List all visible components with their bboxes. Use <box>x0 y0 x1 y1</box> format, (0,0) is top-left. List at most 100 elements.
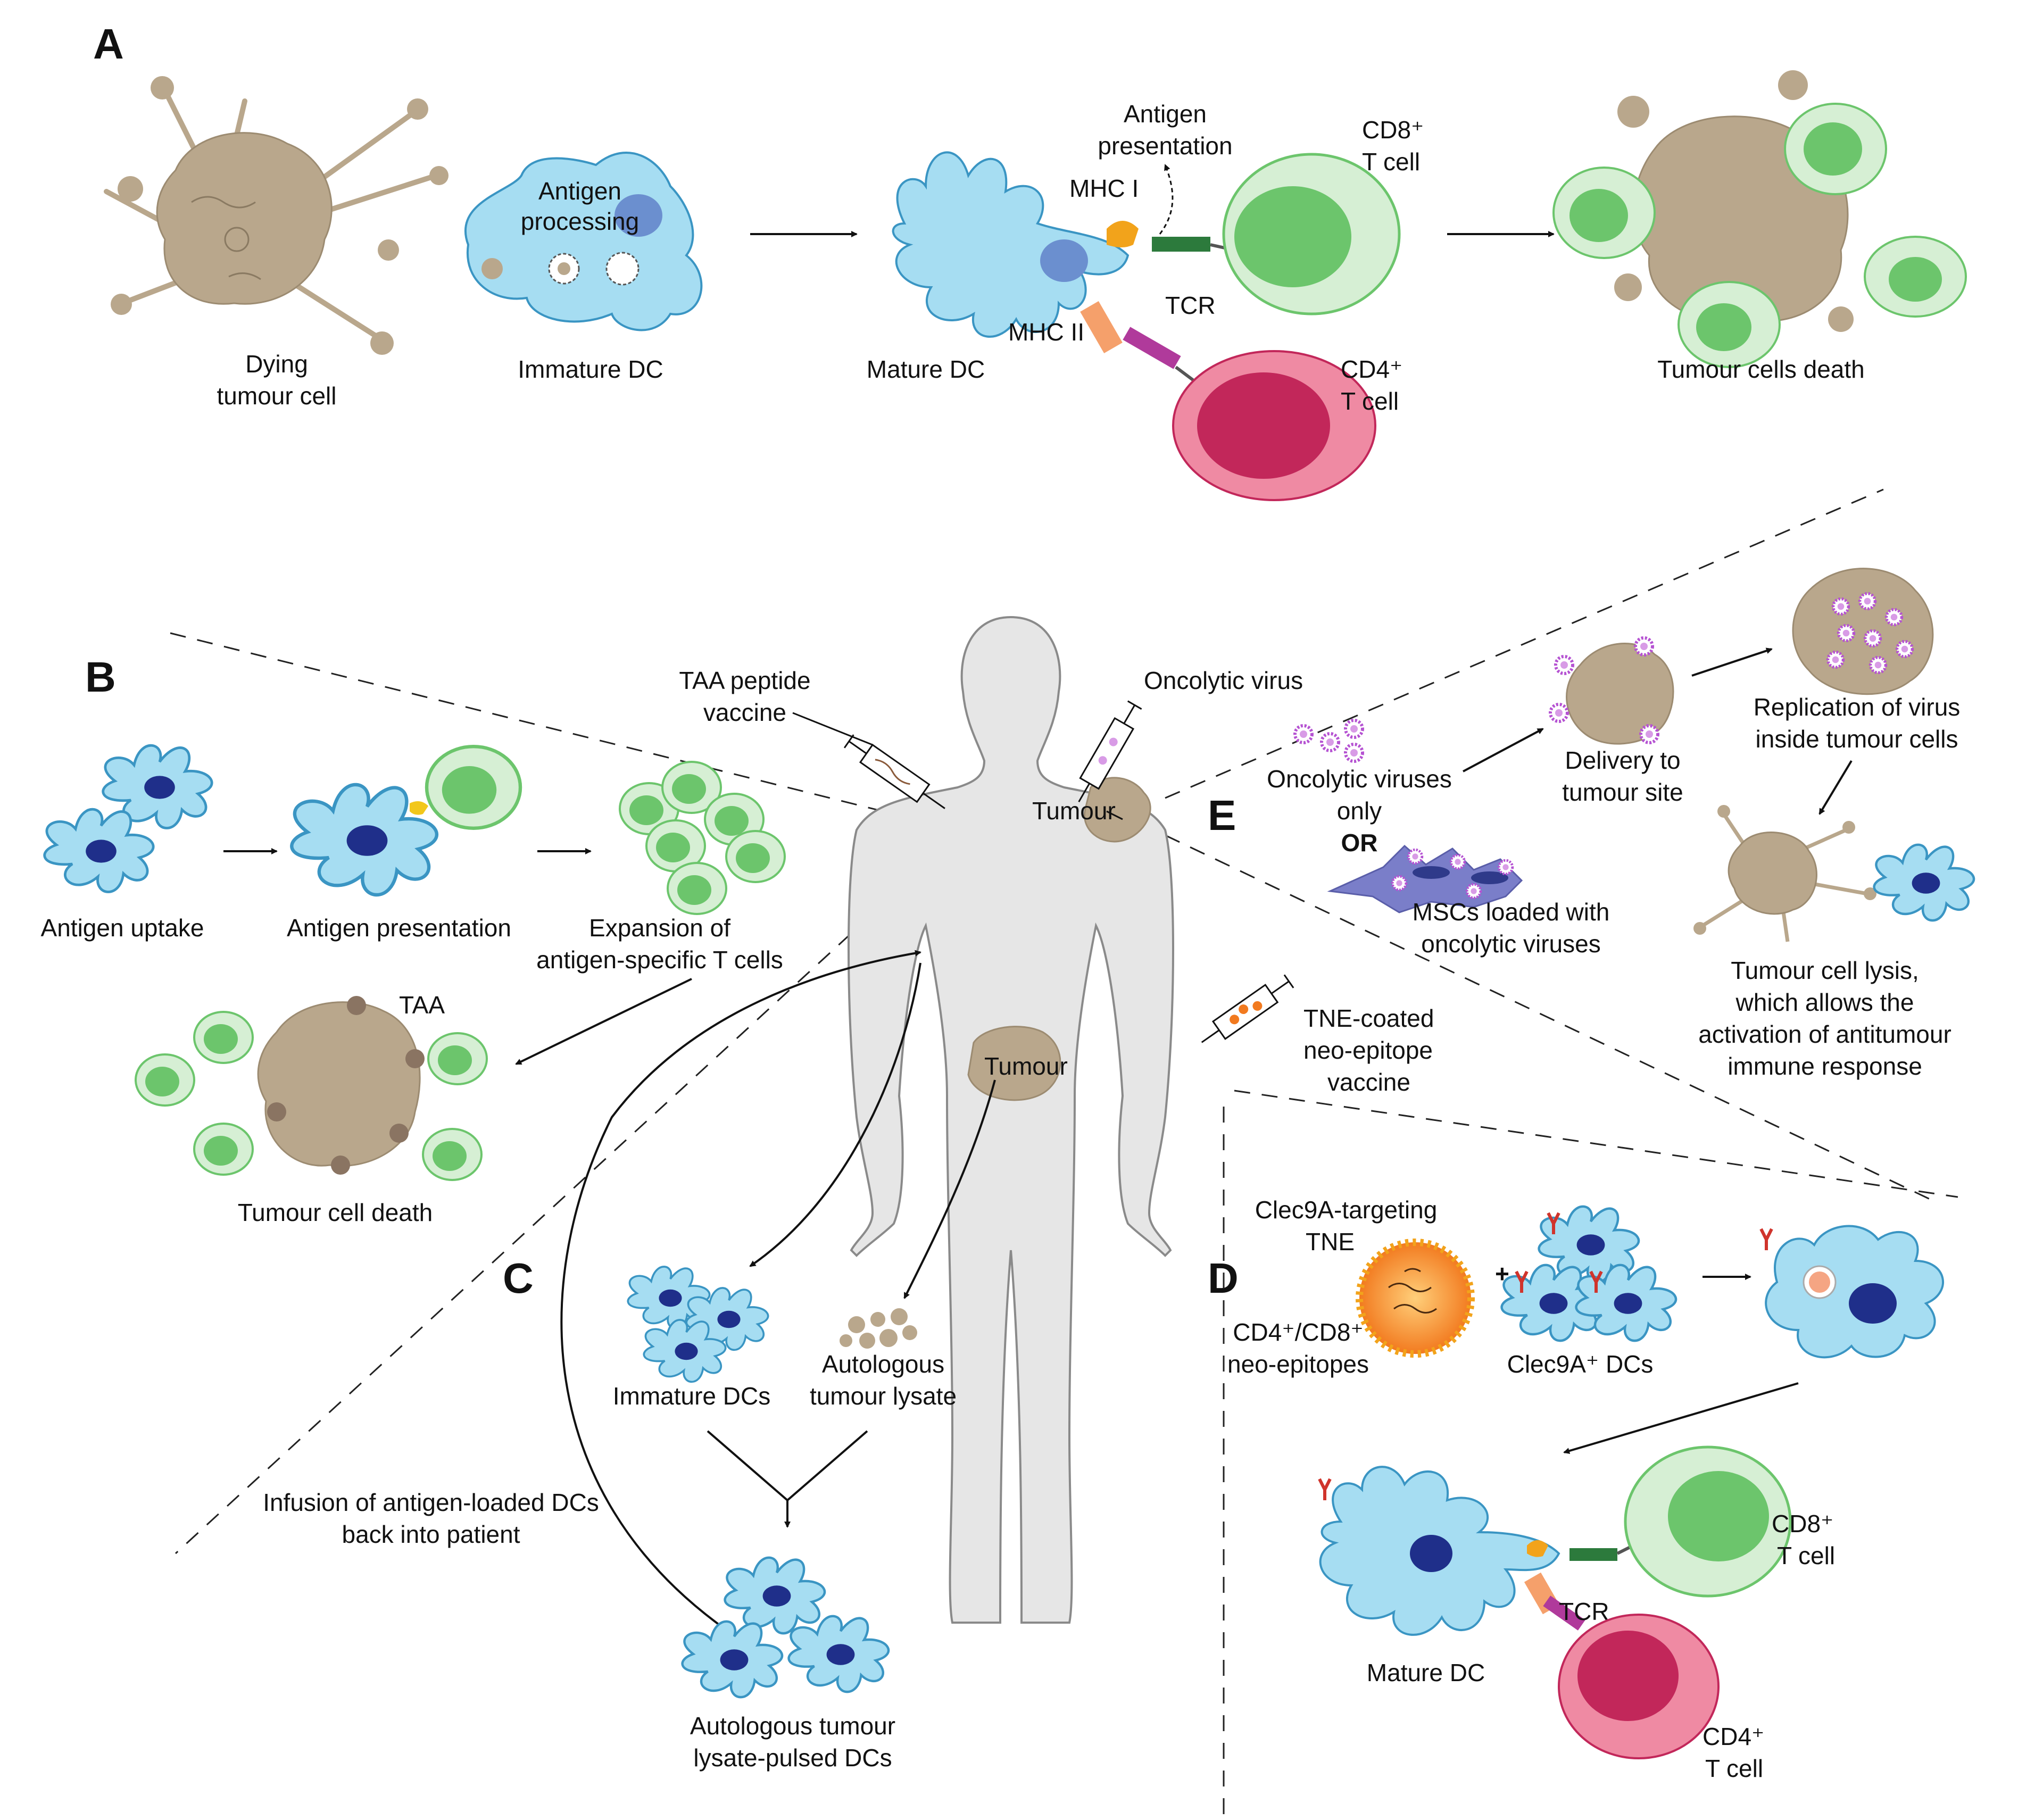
mhc2-label: MHC II <box>1008 318 1084 346</box>
tne-vaccine-label-1: TNE-coated <box>1303 1004 1434 1032</box>
taa-vaccine-leader <box>792 712 873 746</box>
epitopes-label-2: neo-epitopes <box>1227 1350 1369 1378</box>
pulsed-dcs-label-2: lysate-pulsed DCs <box>693 1744 892 1772</box>
dc-lysis <box>1874 845 1974 920</box>
oncolytic-virus-syringe <box>1078 700 1142 802</box>
cd8-label-a-1: CD8⁺ <box>1362 116 1424 144</box>
cd4-t-cell-a <box>1172 350 1376 501</box>
abdomen-tumour-label: Tumour <box>984 1052 1068 1080</box>
oncolytic-virus-label: Oncolytic virus <box>1144 667 1303 694</box>
arrow-c-from-tumour <box>903 1079 996 1299</box>
or-label: OR <box>1341 829 1378 857</box>
lysate-label-1: Autologous <box>822 1350 944 1378</box>
taa-label: TAA <box>399 991 445 1019</box>
dc-with-tne <box>1759 1225 1945 1359</box>
mscs-label-1: MSCs loaded with <box>1413 898 1610 926</box>
immature-dc-a <box>464 152 703 331</box>
expansion-label-1: Expansion of <box>589 914 730 942</box>
mscs-label-2: oncolytic viruses <box>1421 930 1600 958</box>
pulsed-dcs-label-1: Autologous tumour <box>690 1712 895 1740</box>
tcr-label-a: TCR <box>1165 292 1216 319</box>
immature-dc-label: Immature DC <box>518 355 663 383</box>
taa-vaccine-syringe <box>843 734 945 809</box>
epitopes-label-1: CD4⁺/CD8⁺ <box>1233 1318 1363 1346</box>
panel-letter-e: E <box>1208 792 1236 839</box>
human-body <box>848 616 1174 1624</box>
cd8-label-d-2: T cell <box>1777 1542 1835 1569</box>
panel-letter-b: B <box>85 653 116 701</box>
mscs-with-viruses <box>1327 844 1523 913</box>
lysed-tumour-cell <box>1693 805 1876 942</box>
antigen-processing-label-1: Antigen <box>538 177 621 205</box>
arrow-c-infusion <box>560 950 921 1629</box>
replication-label-1: Replication of virus <box>1754 693 1961 721</box>
tumour-lysate <box>840 1308 917 1349</box>
antigen-uptake-label: Antigen uptake <box>41 914 204 942</box>
mature-dc-d-label: Mature DC <box>1367 1659 1485 1686</box>
cd4-label-d-2: T cell <box>1705 1755 1763 1782</box>
arrow-b3 <box>515 978 692 1065</box>
cd4-t-cell-d <box>1558 1614 1720 1759</box>
antigen-presentation-label-2: presentation <box>1098 132 1232 160</box>
lysis-label-1: Tumour cell lysis, <box>1731 957 1919 984</box>
t-cell-expansion <box>619 761 786 915</box>
tne-particle <box>1356 1239 1475 1358</box>
pulsed-dcs <box>683 1558 888 1697</box>
delivery-label-2: tumour site <box>1562 778 1683 806</box>
viruses-only-label-2: only <box>1337 797 1382 825</box>
lysate-label-2: tumour lysate <box>810 1382 957 1410</box>
arrow-e1 <box>1463 728 1544 772</box>
cd4-label-a-2: T cell <box>1341 387 1399 415</box>
delivery-tumour <box>1550 638 1674 745</box>
delivery-label-1: Delivery to <box>1565 746 1680 774</box>
dying-tumour-cell <box>104 76 449 355</box>
merge-arrow <box>707 1430 868 1527</box>
clec9a-tne-label-2: TNE <box>1306 1228 1355 1256</box>
presentation-arrow <box>1159 164 1174 235</box>
arrow-c-to-immature <box>749 962 921 1267</box>
arrow-d2 <box>1563 1382 1799 1454</box>
shoulder-tumour-label: Tumour <box>1032 797 1116 825</box>
lysis-label-3: activation of antitumour <box>1698 1020 1951 1048</box>
panel-letter-a: A <box>93 20 124 68</box>
panel-dividers <box>170 488 1958 1814</box>
tne-vaccine-syringe <box>1201 974 1294 1043</box>
expansion-label-2: antigen-specific T cells <box>536 946 783 974</box>
lysis-label-4: immune response <box>1728 1052 1922 1080</box>
antigen-processing-label-2: processing <box>521 207 639 235</box>
cd8-label-d-1: CD8⁺ <box>1772 1510 1833 1538</box>
cd4-label-a-1: CD4⁺ <box>1341 355 1402 383</box>
tcr-label-d: TCR <box>1559 1598 1609 1625</box>
tumour-cell-death-b-label: Tumour cell death <box>238 1199 433 1226</box>
tumour-cells-death-label: Tumour cells death <box>1657 355 1864 383</box>
antigen-presentation-b-label: Antigen presentation <box>287 914 511 942</box>
panel-letter-c: C <box>503 1254 534 1302</box>
shoulder-tumour-leader <box>1106 810 1123 820</box>
shoulder-tumour <box>1084 777 1151 843</box>
immature-dcs-c <box>627 1266 769 1383</box>
replicating-tumour <box>1792 568 1934 695</box>
mhc1-label: MHC I <box>1069 174 1139 202</box>
immature-dcs-label: Immature DCs <box>613 1382 770 1410</box>
dying-cell-label-2: tumour cell <box>217 382 337 410</box>
cd8-t-cell-a <box>1222 153 1401 315</box>
dying-cell-label-1: Dying <box>245 350 308 378</box>
clec9a-tne-label-1: Clec9A-targeting <box>1255 1196 1438 1224</box>
tumour-cells-death <box>1552 70 1967 368</box>
dc-presenting-b <box>292 746 520 895</box>
tne-vaccine-label-2: neo-epitope <box>1303 1036 1433 1064</box>
clec9a-dcs-label: Clec9A⁺ DCs <box>1507 1350 1654 1378</box>
infusion-label-1: Infusion of antigen-loaded DCs <box>263 1489 599 1516</box>
taa-vaccine-label-1: TAA peptide <box>679 667 810 694</box>
free-oncolytic-viruses <box>1295 720 1363 761</box>
antigen-presentation-label-1: Antigen <box>1124 100 1207 128</box>
infusion-label-2: back into patient <box>342 1520 520 1548</box>
tumour-cell-death-b <box>135 996 488 1181</box>
mhc1-complex <box>1107 221 1235 252</box>
lysis-label-2: which allows the <box>1735 988 1914 1016</box>
tne-vaccine-label-3: vaccine <box>1327 1068 1410 1096</box>
cd8-t-cell-d <box>1624 1445 1792 1598</box>
cd8-label-a-2: T cell <box>1362 148 1420 176</box>
mature-dc-label: Mature DC <box>867 355 985 383</box>
